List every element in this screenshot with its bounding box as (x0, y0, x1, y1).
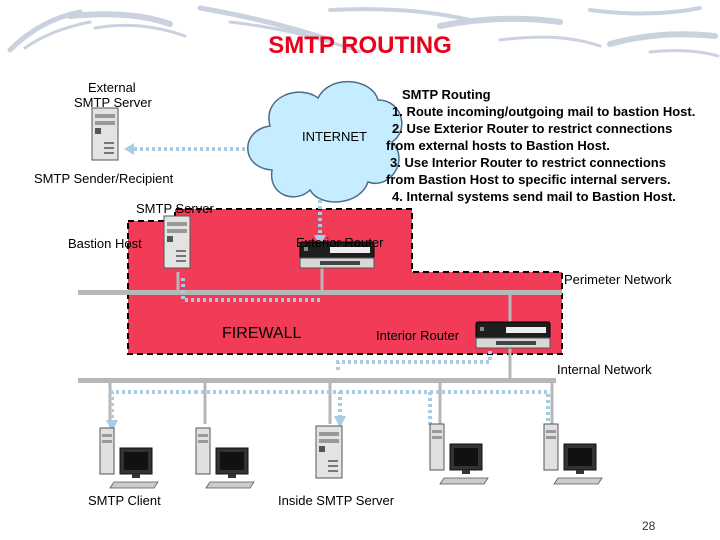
workstation-icon-2 (195, 427, 255, 489)
firewall-label: FIREWALL (222, 325, 302, 342)
exterior-router-label: Exterior Router (296, 235, 384, 250)
routing-step: from external hosts to Bastion Host. (386, 138, 610, 153)
routing-step: 1. Route incoming/outgoing mail to basti… (392, 104, 696, 119)
internet-label: INTERNET (302, 129, 367, 144)
cloud-icon (247, 81, 403, 203)
server-icon-external (91, 107, 119, 161)
smtp-client-label: SMTP Client (88, 493, 161, 508)
internal-network-line (78, 378, 556, 383)
perimeter-network-line (78, 290, 562, 295)
external-server-label-1: External (88, 80, 136, 95)
workstation-icon-4 (543, 423, 603, 485)
workstation-icon-3 (429, 423, 489, 485)
server-icon-bastion (163, 215, 191, 269)
workstation-icon-client (99, 427, 159, 489)
internal-network-label: Internal Network (557, 362, 652, 377)
inside-smtp-server-label: Inside SMTP Server (278, 493, 395, 508)
route-to-client (110, 390, 195, 430)
routing-step: 3. Use Interior Router to restrict conne… (390, 155, 666, 170)
routing-heading: SMTP Routing (402, 87, 491, 102)
server-icon-inside (315, 425, 343, 479)
routing-step: 4. Internal systems send mail to Bastion… (392, 189, 676, 204)
interior-router-label: Interior Router (376, 328, 460, 343)
perimeter-network-label: Perimeter Network (564, 272, 672, 287)
page-number: 28 (642, 519, 656, 533)
sender-label: SMTP Sender/Recipient (34, 171, 174, 186)
routing-step: 2. Use Exterior Router to restrict conne… (392, 121, 673, 136)
page-title: SMTP ROUTING (268, 32, 452, 59)
routing-step: from Bastion Host to specific internal s… (386, 172, 671, 187)
route-to-ws4 (430, 390, 550, 425)
external-server-label-2: SMTP Server (74, 95, 152, 110)
route-bastion-perimeter (181, 278, 322, 302)
smtp-server-label: SMTP Server (136, 201, 214, 216)
bastion-host-label: Bastion Host (68, 236, 142, 251)
router-icon-interior (475, 321, 551, 349)
smtp-routing-notes: SMTP Routing 1. Route incoming/outgoing … (386, 86, 695, 205)
